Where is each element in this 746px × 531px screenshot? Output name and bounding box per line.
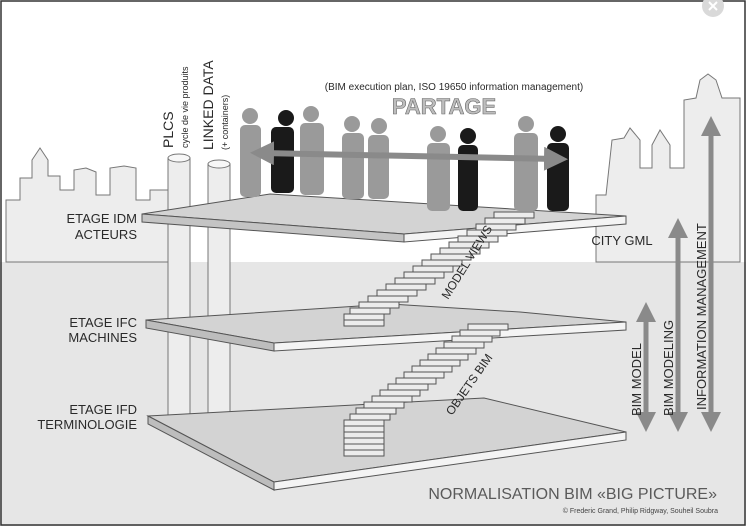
footer-title: NORMALISATION BIM «BIG PICTURE»	[428, 486, 717, 503]
city-gml-label: CITY GML	[591, 233, 652, 248]
bim-modeling-label: BIM MODELING	[661, 320, 676, 416]
skyline-left	[5, 147, 169, 263]
floor-ifc-sublabel: MACHINES	[68, 330, 137, 345]
slab-ifc	[145, 303, 627, 352]
footer-credit: © Frederic Grand, Philip Ridgway, Souhei…	[563, 507, 718, 515]
floor-ifd-label: ETAGE IFD	[69, 402, 137, 417]
partage-subtitle: (BIM execution plan, ISO 19650 informati…	[325, 82, 583, 93]
linked-data-title: LINKED DATA	[200, 60, 216, 150]
column-plcs	[167, 153, 191, 421]
floor-idm-label: ETAGE IDM	[66, 211, 137, 226]
staircase-model-views	[343, 211, 535, 327]
linked-data-subtitle: (+ containers)	[220, 95, 230, 150]
floor-ifd-sublabel: TERMINOLOGIE	[37, 417, 137, 432]
column-linked-data	[207, 159, 231, 419]
staircase-objets-bim	[343, 323, 509, 457]
sharing-arrow	[250, 141, 568, 171]
information-management-label: INFORMATION MANAGEMENT	[694, 223, 709, 410]
plcs-subtitle: cycle de vie produits	[180, 66, 190, 148]
bim-model-label: BIM MODEL	[629, 343, 644, 416]
floor-idm-sublabel: ACTEURS	[75, 227, 137, 242]
partage-title: PARTAGE	[392, 94, 496, 119]
close-icon[interactable]	[702, 0, 724, 17]
plcs-title: PLCS	[160, 111, 176, 148]
floor-ifc-label: ETAGE IFC	[69, 315, 137, 330]
slab-ifd	[146, 397, 627, 491]
